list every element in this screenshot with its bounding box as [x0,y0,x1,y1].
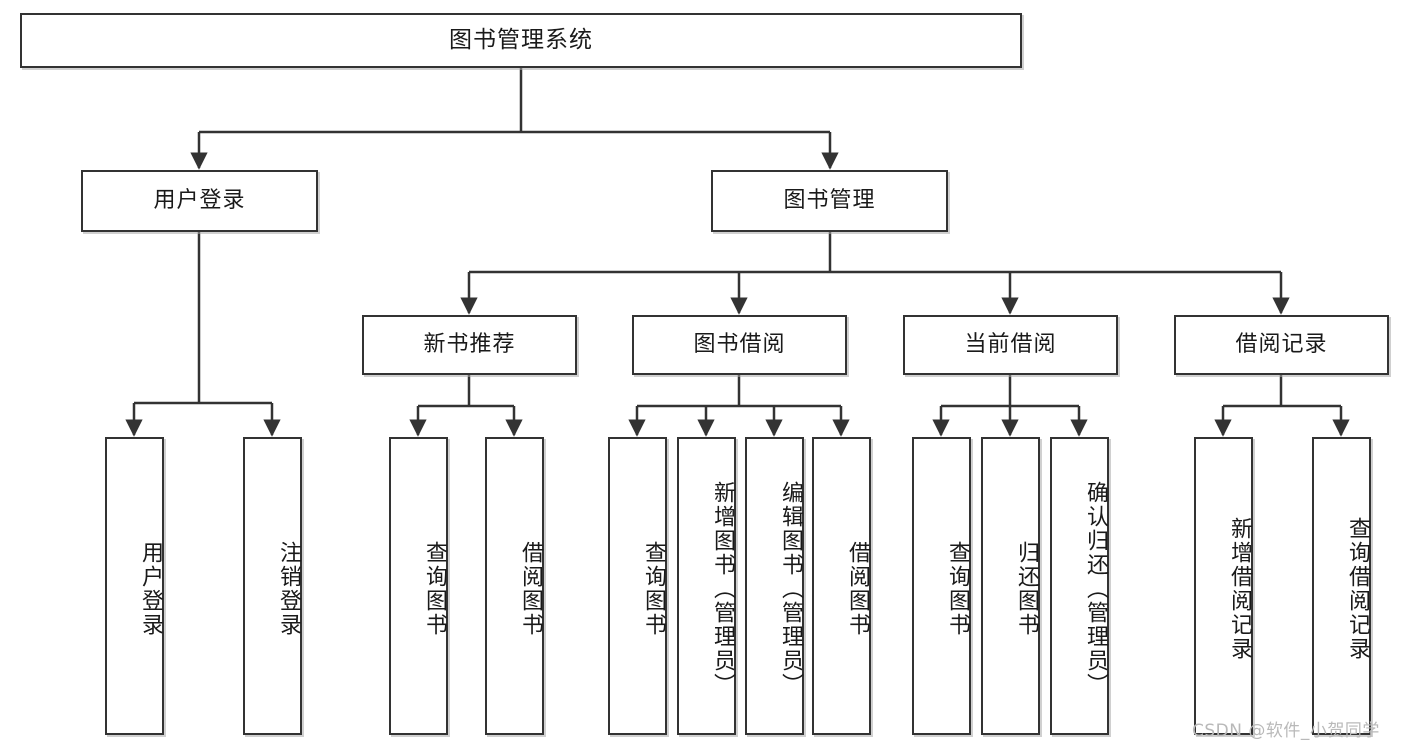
leaf-current-query-book[interactable]: 查询图书 [912,437,971,735]
leaf-new-books-query[interactable]: 查询图书 [389,437,448,735]
node-label: 图书管理 [783,187,876,213]
node-new-book-recommend[interactable]: 新书推荐 [362,315,577,375]
node-label: 图书管理系统 [449,26,593,53]
node-label: 查询图书 [422,541,447,637]
leaf-borrow-query-book[interactable]: 查询图书 [608,437,667,735]
node-label: 借阅图书 [518,541,543,637]
node-label: 新书推荐 [423,331,516,357]
node-label: 借阅图书 [845,541,870,637]
node-label: 新增借阅记录 [1227,517,1252,661]
leaf-new-books-borrow[interactable]: 借阅图书 [485,437,544,735]
node-label: 查询图书 [641,541,666,637]
node-label: 新增图书（管理员） [710,481,735,697]
leaf-records-add-record[interactable]: 新增借阅记录 [1194,437,1253,735]
leaf-user-login-signout[interactable]: 注销登录 [243,437,302,735]
node-label: 图书借阅 [693,331,786,357]
node-label: 用户登录 [153,187,246,213]
leaf-current-return-book[interactable]: 归还图书 [981,437,1040,735]
node-label: 查询借阅记录 [1345,517,1370,661]
leaf-borrow-add-book-admin[interactable]: 新增图书（管理员） [677,437,736,735]
leaf-current-confirm-return-admin[interactable]: 确认归还（管理员） [1050,437,1109,735]
node-current-borrow[interactable]: 当前借阅 [903,315,1118,375]
node-label: 借阅记录 [1235,331,1328,357]
node-user-login[interactable]: 用户登录 [81,170,318,232]
node-label: 归还图书 [1014,541,1039,637]
node-book-borrow[interactable]: 图书借阅 [632,315,847,375]
node-label: 注销登录 [276,541,301,637]
node-root-system[interactable]: 图书管理系统 [20,13,1022,68]
node-label: 查询图书 [945,541,970,637]
node-label: 用户登录 [138,541,163,637]
node-label: 确认归还（管理员） [1083,481,1108,697]
watermark-text: CSDN @软件_小贺同学 [1192,721,1380,741]
leaf-user-login-signin[interactable]: 用户登录 [105,437,164,735]
node-book-management[interactable]: 图书管理 [711,170,948,232]
leaf-borrow-edit-book-admin[interactable]: 编辑图书（管理员） [745,437,804,735]
leaf-records-query-record[interactable]: 查询借阅记录 [1312,437,1371,735]
node-label: 编辑图书（管理员） [778,481,803,697]
node-borrow-records[interactable]: 借阅记录 [1174,315,1389,375]
node-label: 当前借阅 [964,331,1057,357]
leaf-borrow-borrow-book[interactable]: 借阅图书 [812,437,871,735]
